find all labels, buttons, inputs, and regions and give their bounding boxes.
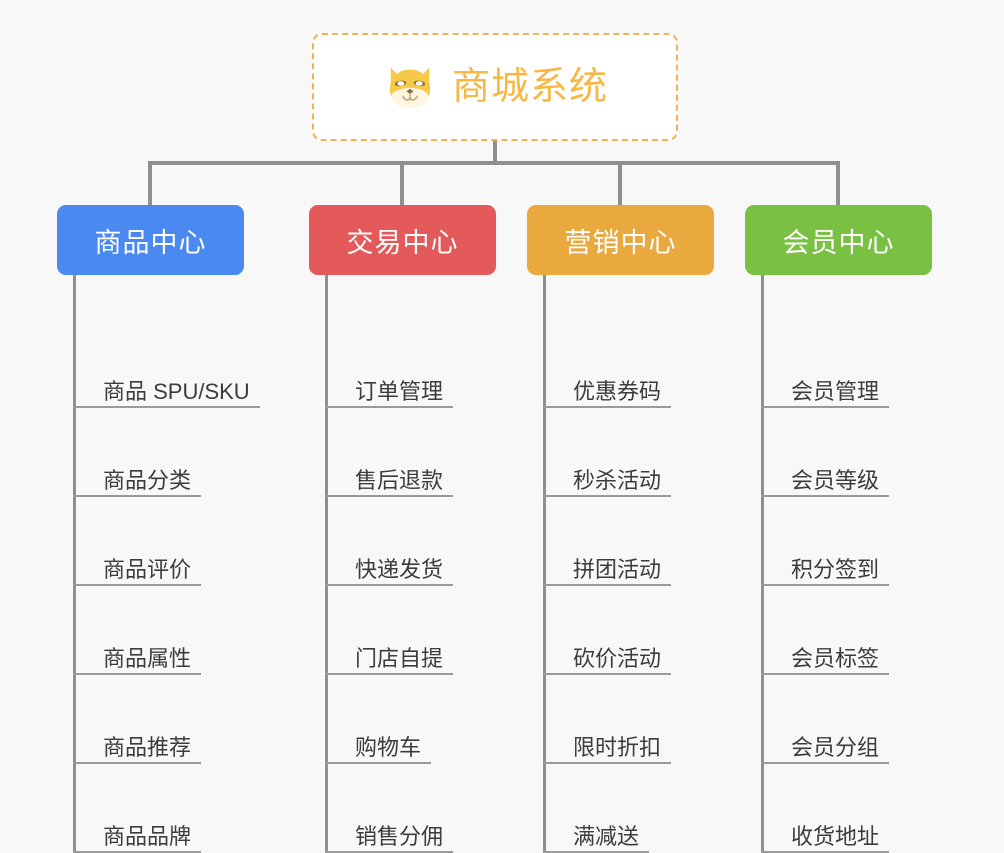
leaf-underline bbox=[325, 673, 453, 675]
leaf-label: 秒杀活动 bbox=[573, 468, 662, 493]
category-header-4[interactable]: 会员中心 bbox=[745, 205, 932, 275]
connector-root-stem bbox=[493, 141, 497, 164]
root-node-content: 商城系统 bbox=[382, 59, 608, 115]
leaf-underline bbox=[761, 762, 889, 764]
leaf-label: 商品推荐 bbox=[103, 735, 192, 760]
connector-drop-1 bbox=[148, 161, 152, 207]
category-column-2: 交易中心 订单管理 售后退款 快递发货 门店自提 购物车 bbox=[309, 205, 496, 853]
connector-drop-3 bbox=[618, 161, 622, 207]
leaf-label: 会员分组 bbox=[791, 735, 880, 760]
connector-drop-2 bbox=[400, 161, 404, 207]
leaf-label: 购物车 bbox=[355, 735, 422, 760]
leaf-label: 商品属性 bbox=[103, 646, 192, 671]
root-title: 商城系统 bbox=[451, 66, 608, 108]
leaf-label: 商品分类 bbox=[103, 468, 192, 493]
leaf-label: 商品评价 bbox=[103, 557, 192, 582]
leaf-label: 拼团活动 bbox=[573, 557, 662, 582]
category-header-3[interactable]: 营销中心 bbox=[527, 205, 714, 275]
leaf-label: 商品 SPU/SKU bbox=[103, 379, 250, 404]
leaf-label: 门店自提 bbox=[355, 646, 444, 671]
leaf-underline bbox=[543, 762, 671, 764]
leaf-label: 销售分佣 bbox=[355, 824, 444, 849]
leaf-underline bbox=[761, 673, 889, 675]
leaf-underline bbox=[73, 495, 201, 497]
leaf-label: 收货地址 bbox=[791, 824, 880, 849]
leaf-underline bbox=[543, 584, 671, 586]
leaf-underline bbox=[73, 584, 201, 586]
leaf-underline bbox=[73, 762, 201, 764]
leaf-underline bbox=[543, 406, 671, 408]
leaf-label: 快递发货 bbox=[355, 557, 444, 582]
leaf-label: 售后退款 bbox=[355, 468, 444, 493]
leaf-underline bbox=[73, 673, 201, 675]
category-header-1[interactable]: 商品中心 bbox=[57, 205, 244, 275]
shiba-dog-face-icon bbox=[389, 67, 431, 108]
leaf-label: 砍价活动 bbox=[573, 646, 662, 671]
category-trunk-3 bbox=[543, 275, 546, 853]
leaf-underline bbox=[761, 584, 889, 586]
leaf-underline bbox=[73, 406, 260, 408]
leaf-underline bbox=[325, 406, 453, 408]
leaf-label: 商品品牌 bbox=[103, 824, 192, 849]
connector-drop-4 bbox=[836, 161, 840, 207]
leaf-label: 满减送 bbox=[573, 824, 640, 849]
category-column-4: 会员中心 会员管理 会员等级 积分签到 会员标签 会员分组 bbox=[745, 205, 932, 853]
category-trunk-4 bbox=[761, 275, 764, 853]
leaf-underline bbox=[325, 495, 453, 497]
leaf-label: 会员管理 bbox=[791, 379, 880, 404]
leaf-underline bbox=[543, 673, 671, 675]
category-trunk-2 bbox=[325, 275, 328, 853]
category-column-1: 商品中心 商品 SPU/SKU 商品分类 商品评价 商品属性 商品推荐 bbox=[57, 205, 260, 853]
category-trunk-1 bbox=[73, 275, 76, 853]
leaf-label: 积分签到 bbox=[791, 557, 880, 582]
category-header-2[interactable]: 交易中心 bbox=[309, 205, 496, 275]
root-node[interactable]: 商城系统 bbox=[312, 33, 678, 141]
leaf-underline bbox=[761, 406, 889, 408]
leaf-underline bbox=[325, 762, 431, 764]
connector-horizontal-bus bbox=[148, 161, 836, 165]
leaf-underline bbox=[325, 584, 453, 586]
leaf-underline bbox=[761, 495, 889, 497]
leaf-label: 会员等级 bbox=[791, 468, 880, 493]
leaf-label: 会员标签 bbox=[791, 646, 880, 671]
leaf-label: 优惠券码 bbox=[573, 379, 662, 404]
leaf-label: 限时折扣 bbox=[573, 735, 662, 760]
leaf-underline bbox=[543, 495, 671, 497]
leaf-label: 订单管理 bbox=[355, 379, 444, 404]
category-column-3: 营销中心 优惠券码 秒杀活动 拼团活动 砍价活动 限时折扣 bbox=[527, 205, 714, 853]
